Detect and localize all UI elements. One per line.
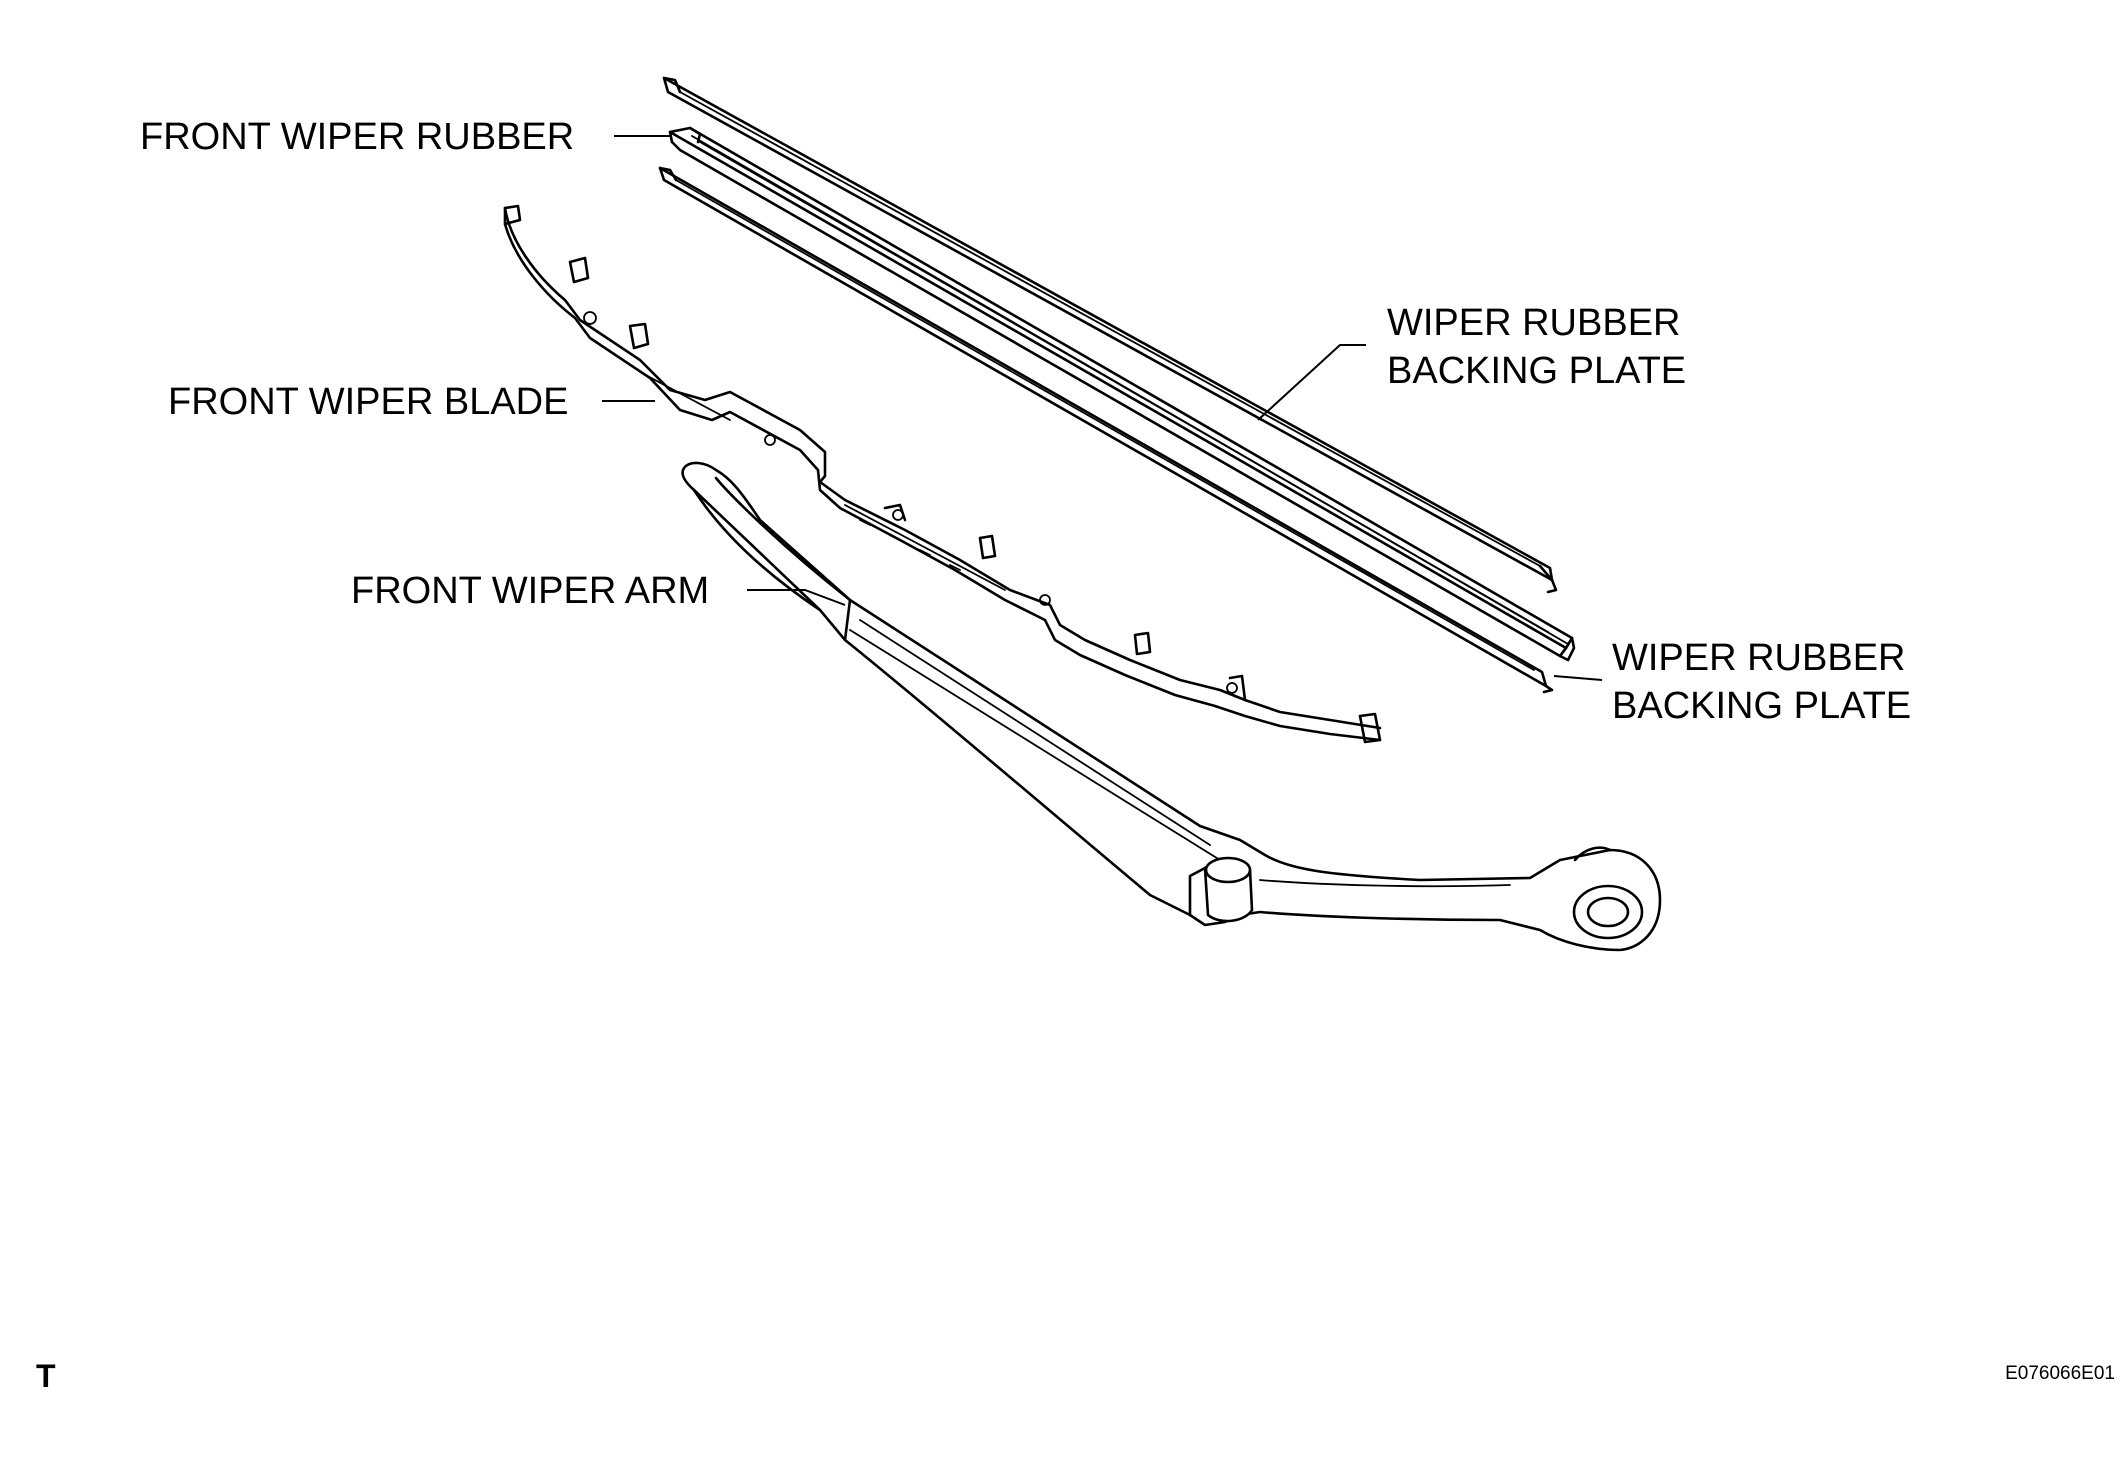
label-front-wiper-blade: FRONT WIPER BLADE xyxy=(168,381,569,423)
wiper-blade-drawing xyxy=(503,204,1382,744)
label-front-wiper-arm: FRONT WIPER ARM xyxy=(351,570,710,612)
leader-lines xyxy=(602,135,1603,681)
wiper-rubber-drawing xyxy=(668,126,1576,662)
label-front-wiper-rubber: FRONT WIPER RUBBER xyxy=(140,116,575,158)
label-backing-plate-lower: WIPER RUBBER BACKING PLATE xyxy=(1612,637,1912,727)
lower-backing-plate-drawing xyxy=(658,166,1554,694)
label-backing-plate-upper: WIPER RUBBER BACKING PLATE xyxy=(1387,302,1687,392)
upper-backing-plate-drawing xyxy=(662,76,1558,594)
corner-mark: T xyxy=(36,1358,56,1394)
leader-plate-lower xyxy=(1553,675,1603,681)
leader-plate-upper xyxy=(1257,344,1366,421)
figure-code: E076066E01 xyxy=(2005,1363,2115,1384)
leader-arm xyxy=(747,589,846,606)
wiper-arm-drawing xyxy=(681,461,1662,952)
